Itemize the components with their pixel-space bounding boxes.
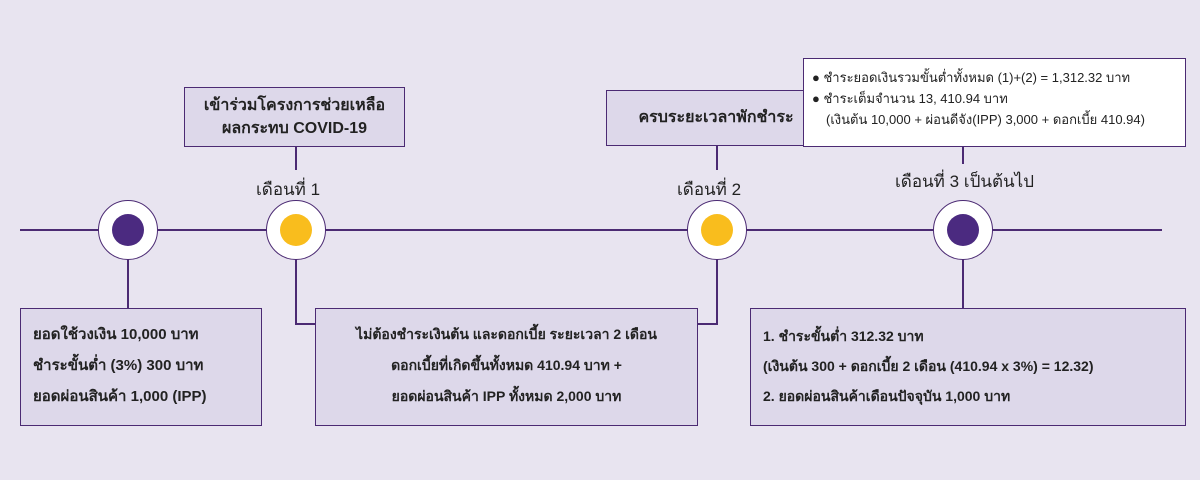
purple-dot-icon [112,214,144,246]
timeline-line [20,229,1162,231]
connector-bottom-1-h [295,323,315,325]
bottom-box-month-3-payment: 1. ชำระขั้นต่ำ 312.32 บาท (เงินต้น 300 +… [750,308,1186,426]
connector-top-1 [295,146,297,170]
yellow-dot-icon [701,214,733,246]
purple-dot-icon [947,214,979,246]
yellow-dot-icon [280,214,312,246]
connector-bottom-2-v [716,258,718,325]
bottom-box-1-line-3: ยอดผ่อนสินค้า 1,000 (IPP) [33,388,207,405]
timeline-node-month-3 [933,200,993,260]
top-box-1-line-2: ผลกระทบ COVID-19 [222,120,367,137]
connector-bottom-2-h [698,323,718,325]
bottom-box-2-line-1: ไม่ต้องชำระเงินต้น และดอกเบี้ย ระยะเวลา … [356,326,657,342]
milestone-label-2: เดือนที่ 2 [677,180,742,199]
top-box-deferral-end: ครบระยะเวลาพักชำระ [606,90,826,146]
timeline-node-start [98,200,158,260]
connector-top-3 [962,146,964,164]
connector-bottom-0 [127,258,129,310]
milestone-label-3: เดือนที่ 3 เป็นต้นไป [895,172,1035,191]
bottom-box-1-line-1: ยอดใช้วงเงิน 10,000 บาท [33,326,199,343]
bottom-box-initial-usage: ยอดใช้วงเงิน 10,000 บาท ชำระขั้นต่ำ (3%)… [20,308,262,426]
timeline-node-month-2 [687,200,747,260]
bullet-item-1: ● ชำระยอดเงินรวมขั้นต่ำทั้งหมด (1)+(2) =… [812,70,1131,85]
milestone-label-1: เดือนที่ 1 [256,180,321,199]
bottom-box-1-line-2: ชำระขั้นต่ำ (3%) 300 บาท [33,357,204,374]
connector-bottom-1-v [295,258,297,325]
connector-bottom-3 [962,258,964,310]
connector-top-2 [716,146,718,170]
bullet-item-1-text: ชำระยอดเงินรวมขั้นต่ำทั้งหมด (1)+(2) = 1… [823,70,1131,85]
bottom-box-deferral-details: ไม่ต้องชำระเงินต้น และดอกเบี้ย ระยะเวลา … [315,308,698,426]
bottom-box-2-line-2: ดอกเบี้ยที่เกิดขึ้นทั้งหมด 410.94 บาท + [391,357,622,373]
timeline-node-month-1 [266,200,326,260]
bullet-item-2-text: ชำระเต็มจำนวน 13, 410.94 บาท [823,91,1008,106]
bullet-item-2: ● ชำระเต็มจำนวน 13, 410.94 บาท [812,91,1008,106]
bottom-box-3-line-3: 2. ยอดผ่อนสินค้าเดือนปัจจุบัน 1,000 บาท [763,388,1011,404]
bullet-item-2-detail: (เงินต้น 10,000 + ผ่อนดีจัง(IPP) 3,000 +… [826,112,1145,127]
bottom-box-2-line-3: ยอดผ่อนสินค้า IPP ทั้งหมด 2,000 บาท [391,388,622,404]
top-box-2-text: ครบระยะเวลาพักชำระ [638,109,794,126]
top-box-covid-program: เข้าร่วมโครงการช่วยเหลือ ผลกระทบ COVID-1… [184,87,405,147]
top-box-full-payment: ● ชำระยอดเงินรวมขั้นต่ำทั้งหมด (1)+(2) =… [803,58,1186,147]
bottom-box-3-line-2: (เงินต้น 300 + ดอกเบี้ย 2 เดือน (410.94 … [763,358,1094,374]
bottom-box-3-line-1: 1. ชำระขั้นต่ำ 312.32 บาท [763,328,924,344]
top-box-1-line-1: เข้าร่วมโครงการช่วยเหลือ [203,97,386,114]
